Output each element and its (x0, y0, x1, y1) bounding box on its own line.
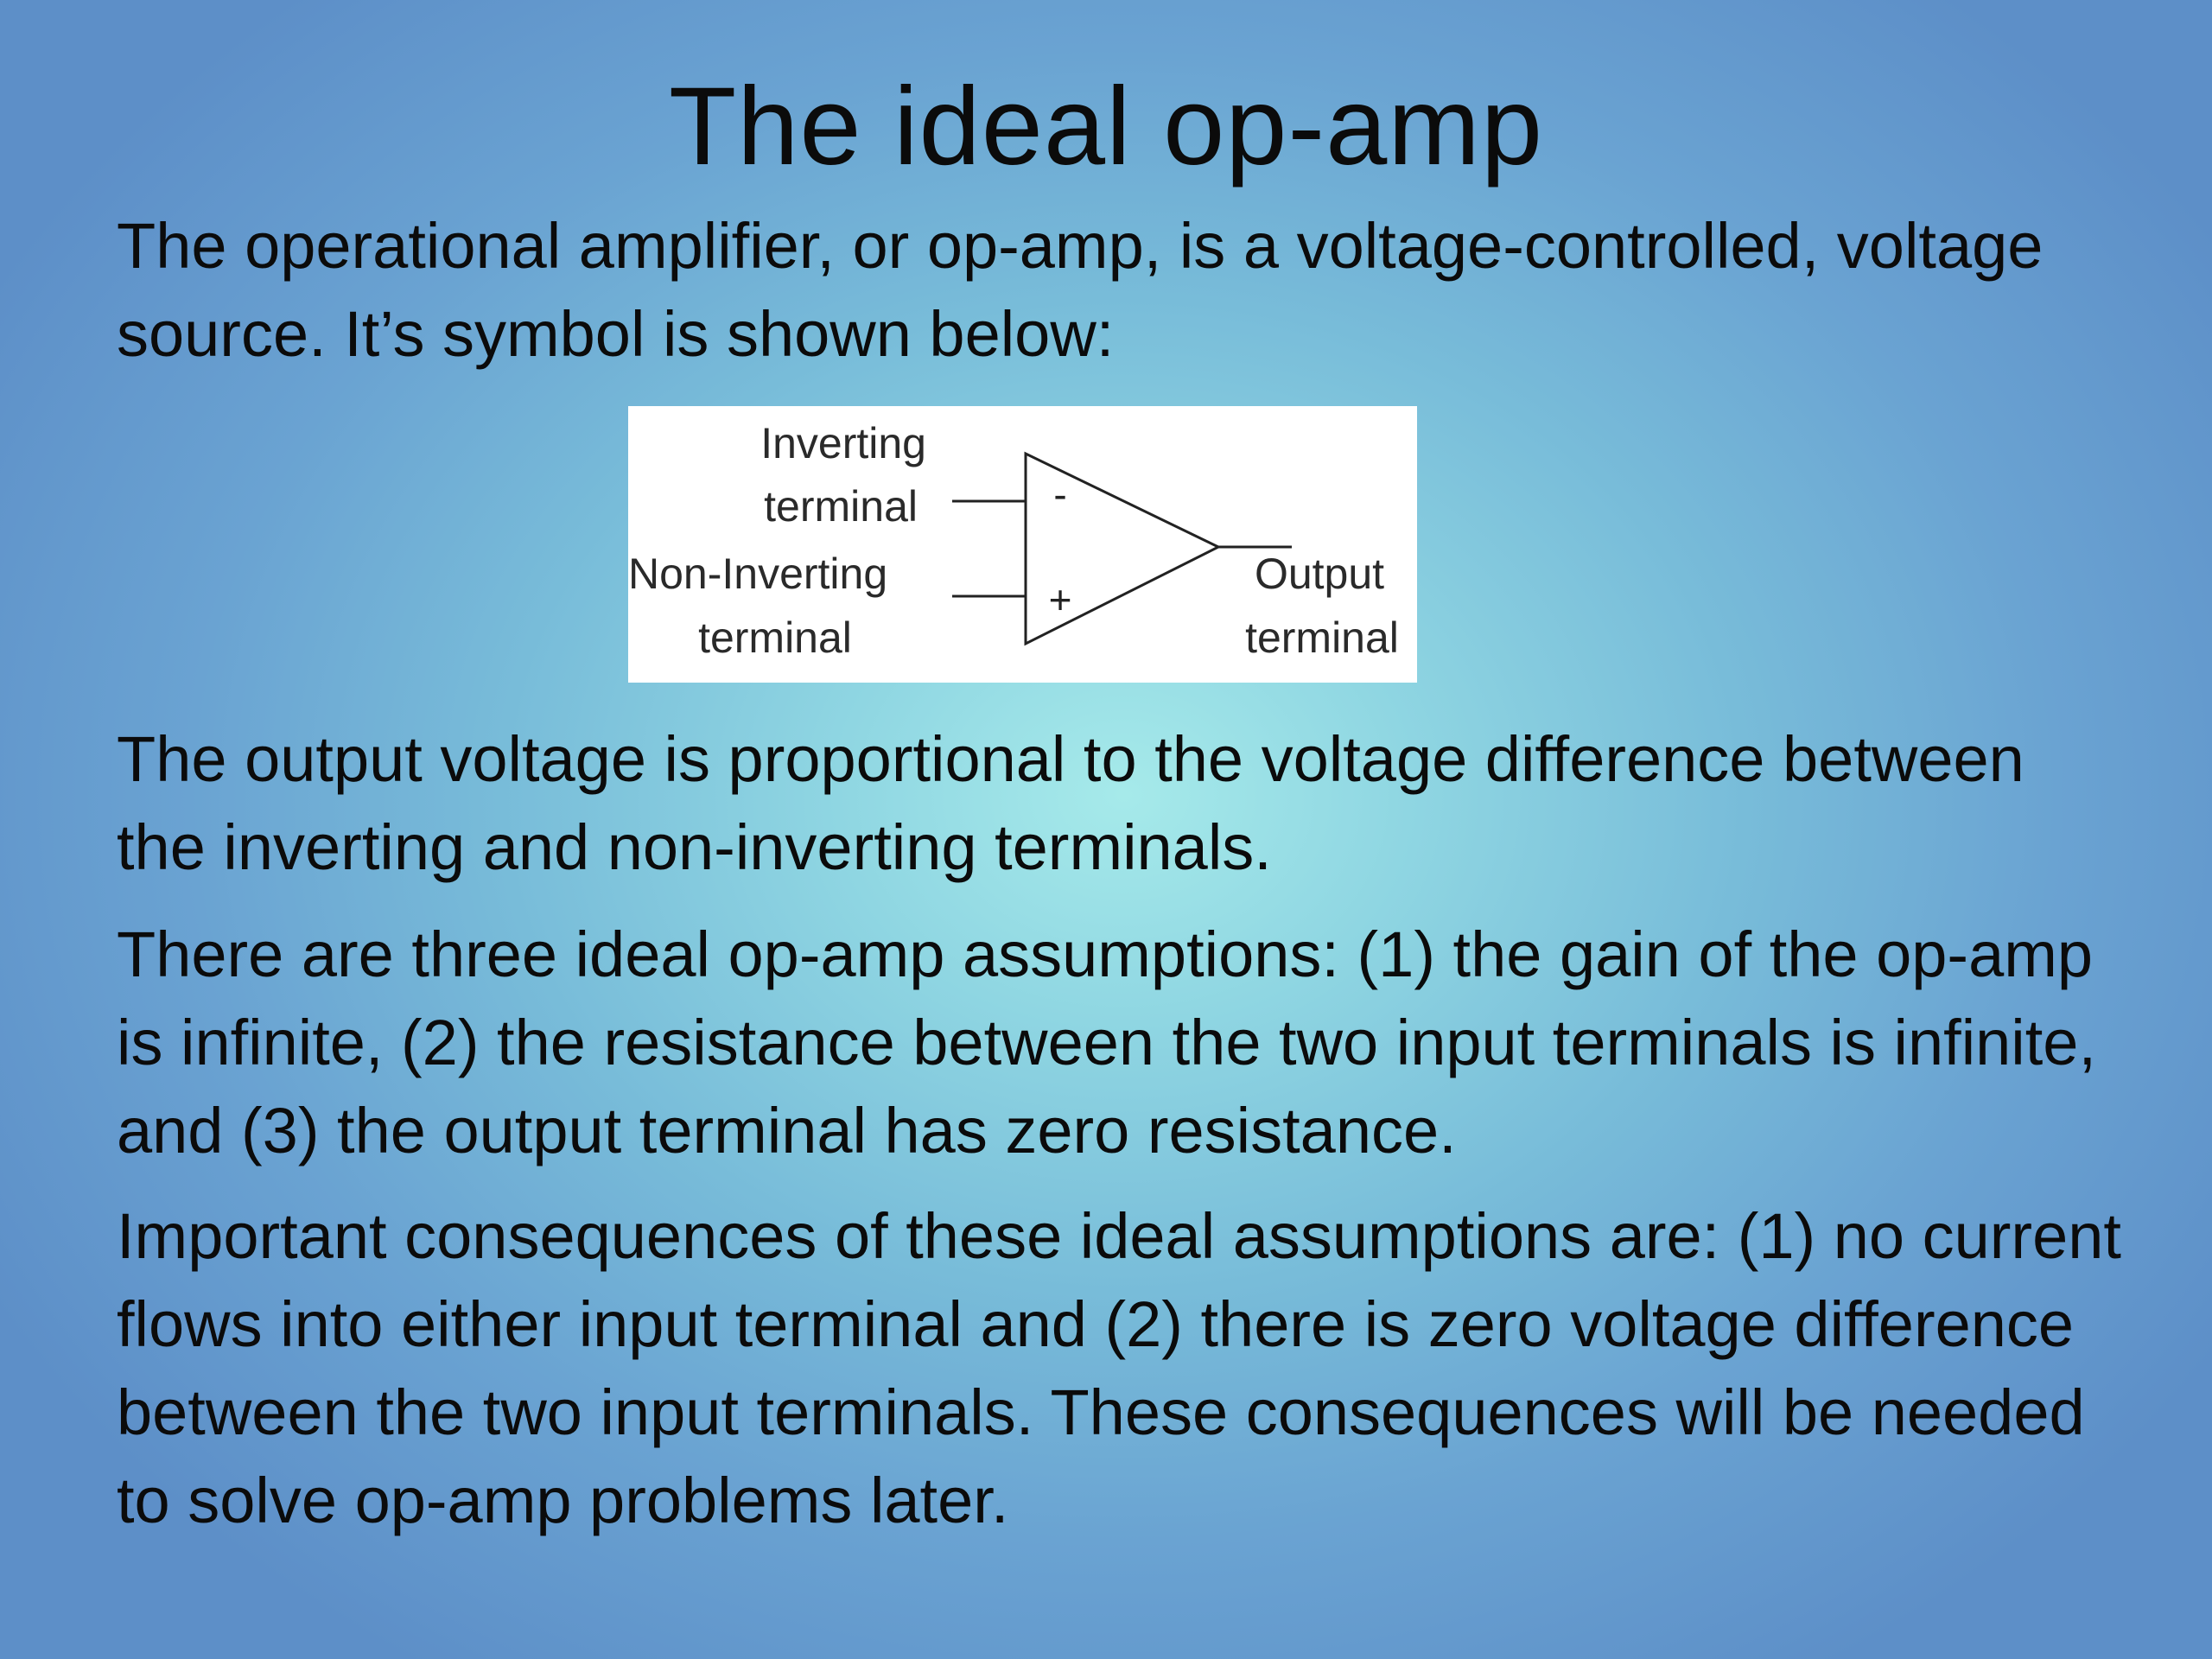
intro-paragraph: The operational amplifier, or op-amp, is… (117, 210, 2044, 370)
output-label-line2: terminal (1245, 613, 1399, 662)
consequences-paragraph: Important consequences of these ideal as… (117, 1200, 2121, 1536)
op-amp-symbol-figure: Inverting terminal Non-Inverting termina… (628, 406, 1417, 683)
inverting-label-line1: Inverting (760, 419, 926, 467)
noninverting-label-line2: terminal (698, 613, 852, 662)
op-amp-diagram: Inverting terminal Non-Inverting termina… (628, 419, 1399, 662)
op-amp-triangle (1024, 451, 1222, 646)
plus-sign: + (1049, 577, 1072, 622)
inverting-label-line2: terminal (764, 482, 918, 531)
minus-sign: - (1053, 472, 1066, 517)
output-statement-paragraph: The output voltage is proportional to th… (117, 723, 2024, 883)
assumptions-paragraph: There are three ideal op-amp assumptions… (117, 918, 2097, 1166)
slide-title: The ideal op-amp (668, 65, 1544, 188)
output-label-line1: Output (1255, 550, 1384, 598)
noninverting-label-line1: Non-Inverting (628, 550, 887, 598)
